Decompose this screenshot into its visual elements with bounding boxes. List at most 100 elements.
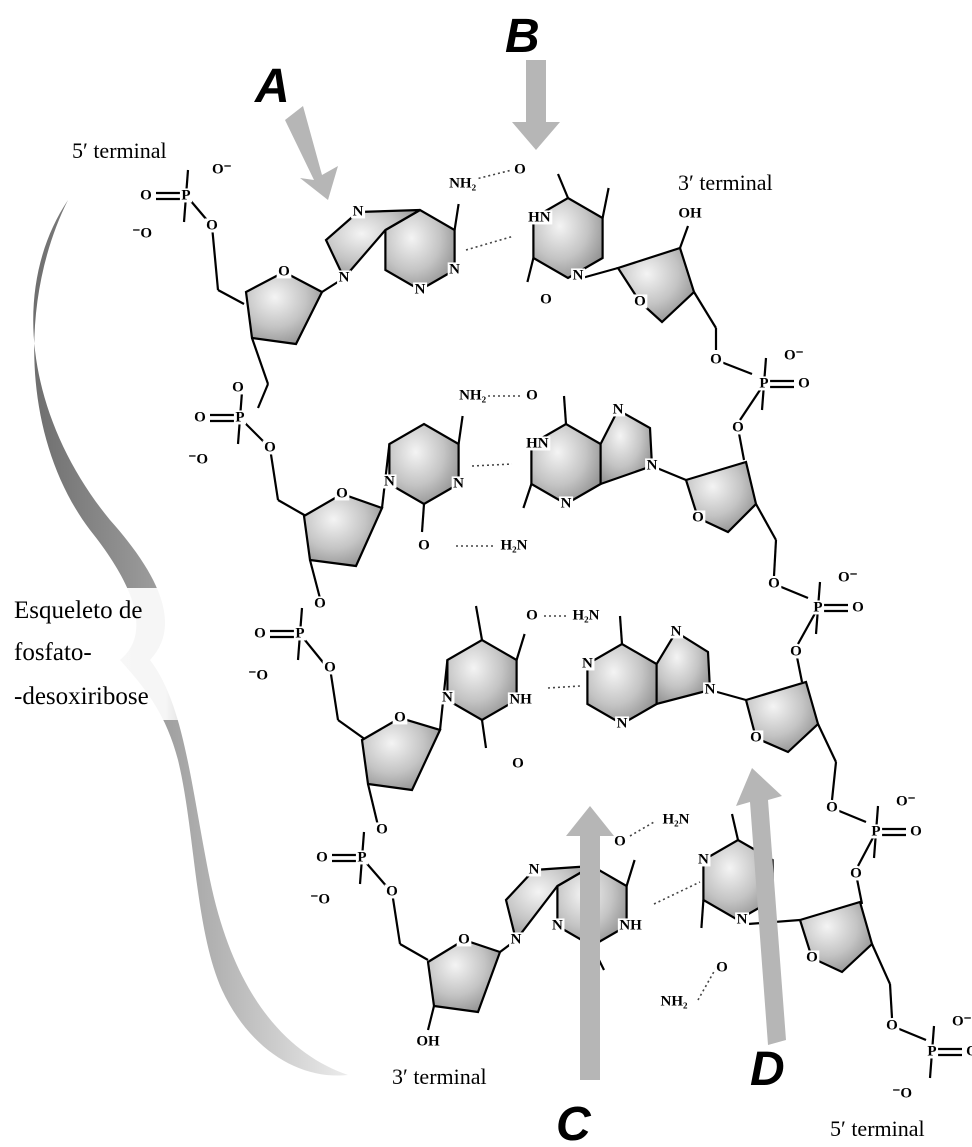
phosphate-oxygen: O	[798, 375, 810, 391]
bond	[515, 633, 526, 661]
nitrogen: N	[671, 623, 682, 639]
ester-oxygen-bg	[230, 380, 246, 395]
bond	[678, 225, 690, 249]
marker-b: B	[505, 10, 540, 63]
bond	[693, 291, 717, 329]
bond	[556, 173, 570, 199]
nitrogen-bg	[611, 402, 626, 417]
carbonyl-oxygen-bg	[538, 292, 554, 307]
nitrogen: N	[384, 473, 395, 489]
nitrogen-bg	[669, 624, 684, 639]
carbonyl-oxygen-bg	[512, 162, 528, 177]
arrow-a	[285, 106, 338, 200]
bond	[817, 723, 837, 763]
oxygen-minus-bg	[950, 1014, 972, 1029]
nitrogen: N	[529, 861, 540, 877]
carbonyl-oxygen-bg	[416, 538, 432, 553]
label-3-terminal-top: 3′ terminal	[678, 170, 773, 195]
imino-group: NH	[619, 917, 642, 933]
bond	[522, 483, 533, 509]
ester-oxygen: O	[886, 1017, 898, 1033]
ring-oxygen: O	[278, 263, 290, 279]
phosphate-oxygen-bg	[964, 1044, 972, 1059]
cytosine-ring	[388, 422, 460, 506]
phosphate-oxygen-bg	[138, 188, 154, 203]
hydrogen-bond	[547, 685, 581, 689]
phosphate-oxygen-bg	[252, 626, 268, 641]
ring-oxygen-bg	[276, 264, 292, 279]
ring-oxygen: O	[458, 931, 470, 947]
nitrogen: N	[511, 931, 522, 947]
carbonyl-oxygen: O	[526, 607, 538, 623]
phosphorus-bg	[757, 376, 771, 391]
phosphate-oxygen-bg	[796, 376, 812, 391]
ester-oxygen-bg	[884, 1018, 900, 1033]
nitrogen-bg	[413, 282, 428, 297]
nitrogen: N	[453, 475, 464, 491]
nitrogen-bg	[580, 656, 595, 671]
label-5-terminal-bottom: 5′ terminal	[830, 1116, 925, 1141]
hydroxyl-bg	[414, 1034, 442, 1049]
nitrogen-bg	[550, 918, 565, 933]
bond	[474, 605, 484, 641]
nitrogen-bg	[451, 476, 466, 491]
nitrogen: N	[552, 917, 563, 933]
ring-oxygen: O	[806, 949, 818, 965]
amino-group: NH₂	[449, 175, 477, 191]
ester-oxygen: O	[314, 595, 326, 611]
ring-oxygen-bg	[334, 486, 350, 501]
nitrogen: N	[573, 267, 584, 283]
oxygen-minus: O⁻	[784, 347, 804, 363]
bond	[730, 813, 740, 841]
imino-group-bg	[526, 210, 553, 225]
oxygen-minus: O⁻	[952, 1013, 972, 1029]
oxygen-minus: ⁻O	[188, 451, 208, 467]
imino-group-bg	[617, 918, 644, 933]
phosphate-oxygen-bg	[192, 410, 208, 425]
ring-oxygen: O	[336, 485, 348, 501]
nitrogen: N	[613, 401, 624, 417]
ester-oxygen-bg	[384, 884, 400, 899]
nitrogen-bg	[645, 458, 660, 473]
hydrogen-bond	[697, 967, 717, 1001]
deoxyribose-ring	[302, 492, 384, 568]
amino-group-bg	[457, 388, 489, 403]
backbone-label-line1: Esqueleto de	[14, 597, 142, 624]
nitrogen-bg	[571, 268, 586, 283]
carbonyl-oxygen: O	[526, 387, 538, 403]
nitrogen-bg	[696, 852, 711, 867]
ring-oxygen: O	[394, 709, 406, 725]
hydrogen-bond	[653, 881, 701, 905]
oxygen-minus-bg	[308, 892, 332, 907]
bond	[337, 719, 367, 741]
hydrogen-bond	[629, 821, 655, 837]
amino-group: NH₂	[459, 387, 487, 403]
label-5-terminal-top: 5′ terminal	[72, 138, 167, 163]
nitrogen-bg	[351, 204, 366, 219]
phosphorus-bg	[869, 824, 883, 839]
bond	[870, 943, 892, 985]
ring-oxygen-bg	[748, 730, 764, 745]
bond	[250, 337, 270, 385]
bond	[420, 503, 426, 533]
adenine-imidazole-ring	[655, 630, 712, 706]
oxygen-minus: ⁻O	[248, 667, 268, 683]
nitrogen-bg	[703, 682, 718, 697]
carbonyl-oxygen: O	[418, 537, 430, 553]
arrow-b	[512, 60, 560, 150]
hydroxyl-bg	[676, 206, 704, 221]
imino-group: NH	[509, 691, 532, 707]
bond	[210, 225, 220, 291]
oxygen-minus-bg	[782, 348, 806, 363]
oxygen-minus: ⁻O	[892, 1085, 912, 1101]
amino-group-bg	[447, 176, 479, 191]
ring-oxygen: O	[692, 509, 704, 525]
oxygen-minus-bg	[210, 162, 234, 177]
phosphate-oxygen: O	[966, 1043, 972, 1059]
marker-c: C	[556, 1098, 592, 1147]
nitrogen: N	[705, 681, 716, 697]
bond	[601, 187, 610, 219]
ester-oxygen-bg	[730, 420, 746, 435]
ester-oxygen: O	[732, 419, 744, 435]
oxygen-minus-bg	[246, 668, 270, 683]
